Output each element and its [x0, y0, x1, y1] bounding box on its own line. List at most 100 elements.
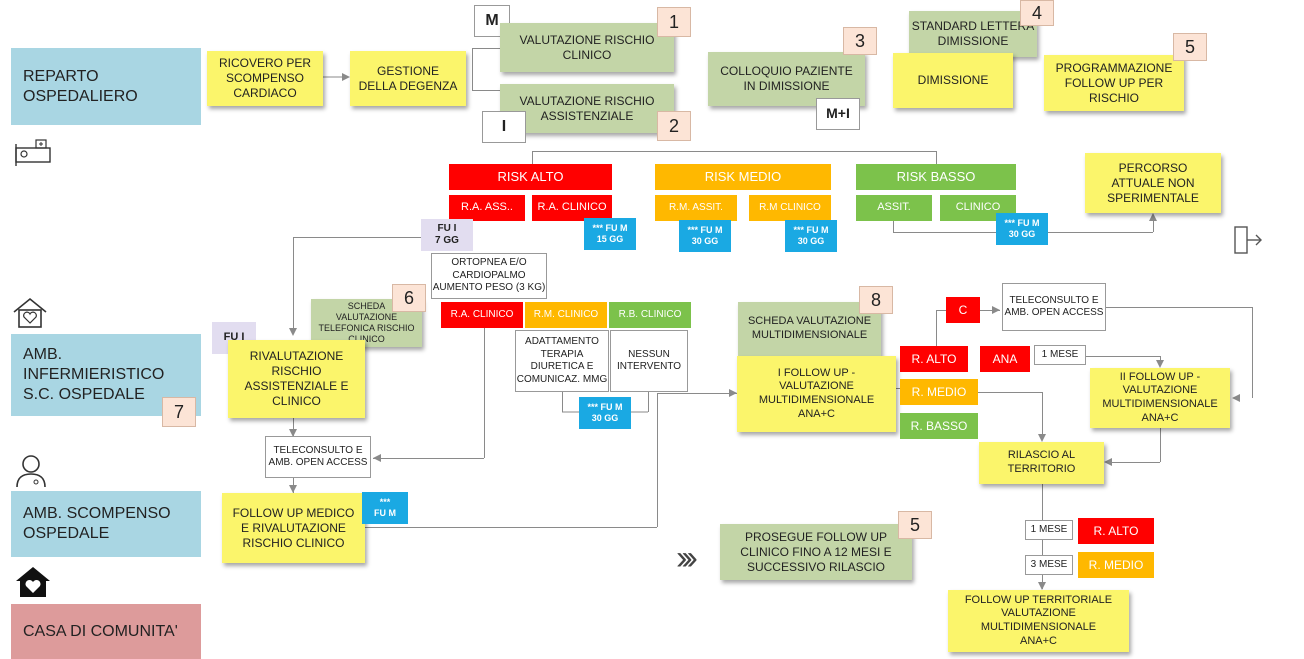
valutazione-assistenziale-box: VALUTAZIONE RISCHIO ASSISTENZIALE: [500, 84, 674, 133]
teleconsulto-right-box: TELECONSULTO E AMB. OPEN ACCESS: [1002, 283, 1106, 331]
ricovero-box: RICOVERO PER SCOMPENSO CARDIACO: [207, 51, 323, 106]
ii-to-rilascio: [1108, 462, 1160, 463]
home-heart-filled-icon: [16, 567, 50, 597]
followup-right: [365, 527, 657, 528]
fu-m-tag: *** FU M: [362, 492, 408, 524]
step-3-badge: 3: [843, 27, 877, 55]
right-down: [1252, 307, 1253, 398]
riv-to-tele: [293, 418, 294, 436]
i-label: I: [482, 111, 526, 143]
risk-medio-header: RISK MEDIO: [655, 164, 831, 190]
rilascio-down: [1042, 484, 1043, 544]
medio-down: [1042, 392, 1043, 440]
rm-assit-box: R.M. ASSIT.: [655, 195, 737, 221]
r-alto-bottom-box: R. ALTO: [1078, 518, 1154, 544]
standard-lettera-box: STANDARD LETTERA DIMISSIONE: [909, 11, 1037, 57]
valutazione-clinico-box: VALUTAZIONE RISCHIO CLINICO: [500, 23, 674, 72]
risk-basso-header: RISK BASSO: [856, 164, 1016, 190]
follow-up-territoriale-box: FOLLOW UP TERRITORIALE VALUTAZIONE MULTI…: [948, 590, 1129, 652]
section-reparto: REPARTO OSPEDALIERO: [11, 48, 201, 125]
secondo-follow-up-box: II FOLLOW UP - VALUTAZIONE MULTIDIMENSIO…: [1090, 368, 1230, 428]
r-alto-box: R. ALTO: [900, 346, 968, 372]
adattamento-terapia-box: ADATTAMENTO TERAPIA DIURETICA E COMUNICA…: [515, 330, 609, 392]
fui7-line: [293, 237, 421, 238]
m-plus-i-label: M+I: [816, 98, 860, 130]
risk-connector-right: [936, 151, 937, 164]
house-heart-icon: [13, 297, 47, 328]
programmazione-box: PROGRAMMAZIONE FOLLOW UP PER RISCHIO: [1044, 55, 1184, 111]
followup-up: [657, 393, 658, 527]
step-4-badge: 4: [1020, 0, 1054, 26]
ra-clinico-mid-box: R.A. CLINICO: [441, 302, 523, 328]
assit-box: ASSIT.: [856, 195, 932, 221]
valutazione-bracket-bottom: [472, 90, 500, 91]
step-1-badge: 1: [657, 7, 691, 37]
un-mese-tag-bottom: 1 MESE: [1025, 520, 1073, 540]
rivalutazione-box: RIVALUTAZIONE RISCHIO ASSISTENZIALE E CL…: [228, 340, 365, 418]
step-2-badge: 2: [657, 111, 691, 141]
teleconsulto-box: TELECONSULTO E AMB. OPEN ACCESS: [265, 436, 371, 478]
ortopnea-box: ORTOPNEA E/O CARDIOPALMO AUMENTO PESO (3…: [431, 253, 547, 299]
basso-line-up: [1153, 215, 1154, 232]
doctor-icon: [16, 455, 46, 488]
ra-clinico-to-tele: [373, 458, 484, 459]
section-amb-scompenso: AMB. SCOMPENSO OSPEDALE: [11, 491, 201, 557]
fu-m-30gg-tag-mid: *** FU M 30 GG: [579, 397, 631, 429]
risk-alto-header: RISK ALTO: [449, 164, 612, 190]
r-medio-bottom-box: R. MEDIO: [1078, 552, 1154, 578]
valutazione-bracket: [472, 48, 473, 90]
risk-connector-left: [532, 151, 533, 164]
fu-m-30gg-tag-medio-assit: *** FU M 30 GG: [679, 220, 731, 252]
chevrons-icon: ›››: [676, 538, 698, 577]
fu-m-15gg-tag: *** FU M 15 GG: [584, 218, 636, 250]
r-medio-box: R. MEDIO: [900, 379, 978, 405]
ra-clinico-box: R.A. CLINICO: [532, 195, 612, 221]
ifollow-split: [896, 388, 900, 389]
c-box: C: [946, 297, 980, 323]
rm-clinico-mid-box: R.M. CLINICO: [525, 302, 607, 328]
fu-m-30gg-tag-basso: *** FU M 30 GG: [996, 213, 1048, 245]
un-mese-tag: 1 MESE: [1034, 345, 1086, 365]
ana-box: ANA: [980, 346, 1030, 372]
c-to-tele: [980, 310, 1000, 311]
ii-down: [1160, 428, 1161, 462]
prosegue-follow-up-box: PROSEGUE FOLLOW UP CLINICO FINO A 12 MES…: [720, 524, 912, 580]
nessun-down: [648, 392, 649, 412]
c-line-right: [936, 310, 946, 311]
ra-ass-box: R.A. ASS..: [449, 195, 525, 221]
step-5b-badge: 5: [898, 511, 932, 539]
fu-i-7gg-tag: FU I 7 GG: [421, 219, 473, 251]
scheda-multidimensionale-box: SCHEDA VALUTAZIONE MULTIDIMENSIONALE: [738, 302, 881, 356]
dimissione-box: DIMISSIONE: [893, 53, 1013, 108]
basso-line-down: [893, 220, 894, 232]
step-7-badge: 7: [162, 397, 196, 427]
mese-line: [1076, 356, 1160, 357]
c-line-up: [936, 310, 937, 346]
valutazione-bracket-top: [472, 48, 500, 49]
followup-medico-box: FOLLOW UP MEDICO E RIVALUTAZIONE RISCHIO…: [222, 493, 365, 563]
fu-m-30gg-tag-medio-clin: *** FU M 30 GG: [785, 220, 837, 252]
rb-clinico-mid-box: R.B. CLINICO: [609, 302, 691, 328]
step-8-badge: 8: [859, 286, 893, 314]
exit-door-icon: [1234, 226, 1262, 254]
rilascio-territorio-box: RILASCIO AL TERRITORIO: [979, 442, 1104, 484]
ra-clinico-down: [484, 328, 485, 458]
primo-follow-up-box: I FOLLOW UP - VALUTAZIONE MULTIDIMENSION…: [737, 356, 896, 432]
nessun-intervento-box: NESSUN INTERVENTO: [610, 330, 688, 392]
followup-to-ifollow: [657, 393, 737, 394]
adatt-down: [562, 392, 563, 412]
colloquio-box: COLLOQUIO PAZIENTE IN DIMISSIONE: [708, 52, 865, 106]
step-5-badge: 5: [1173, 33, 1207, 61]
gestione-box: GESTIONE DELLA DEGENZA: [350, 51, 466, 106]
step-6-badge: 6: [392, 284, 426, 312]
section-casa-comunita: CASA DI COMUNITA': [11, 604, 201, 659]
scheda-telefonica-box: SCHEDA VALUTAZIONE TELEFONICA RISCHIO CL…: [311, 299, 422, 347]
tre-mese-tag: 3 MESE: [1025, 555, 1073, 575]
rm-clinico-box: R.M CLINICO: [749, 195, 831, 221]
bed-icon: [15, 139, 51, 166]
r-basso-box: R. BASSO: [900, 413, 978, 439]
fui7-down: [293, 237, 294, 332]
risk-connector-top: [532, 151, 936, 152]
medio-line: [978, 392, 1042, 393]
tele-to-right: [1106, 307, 1252, 308]
